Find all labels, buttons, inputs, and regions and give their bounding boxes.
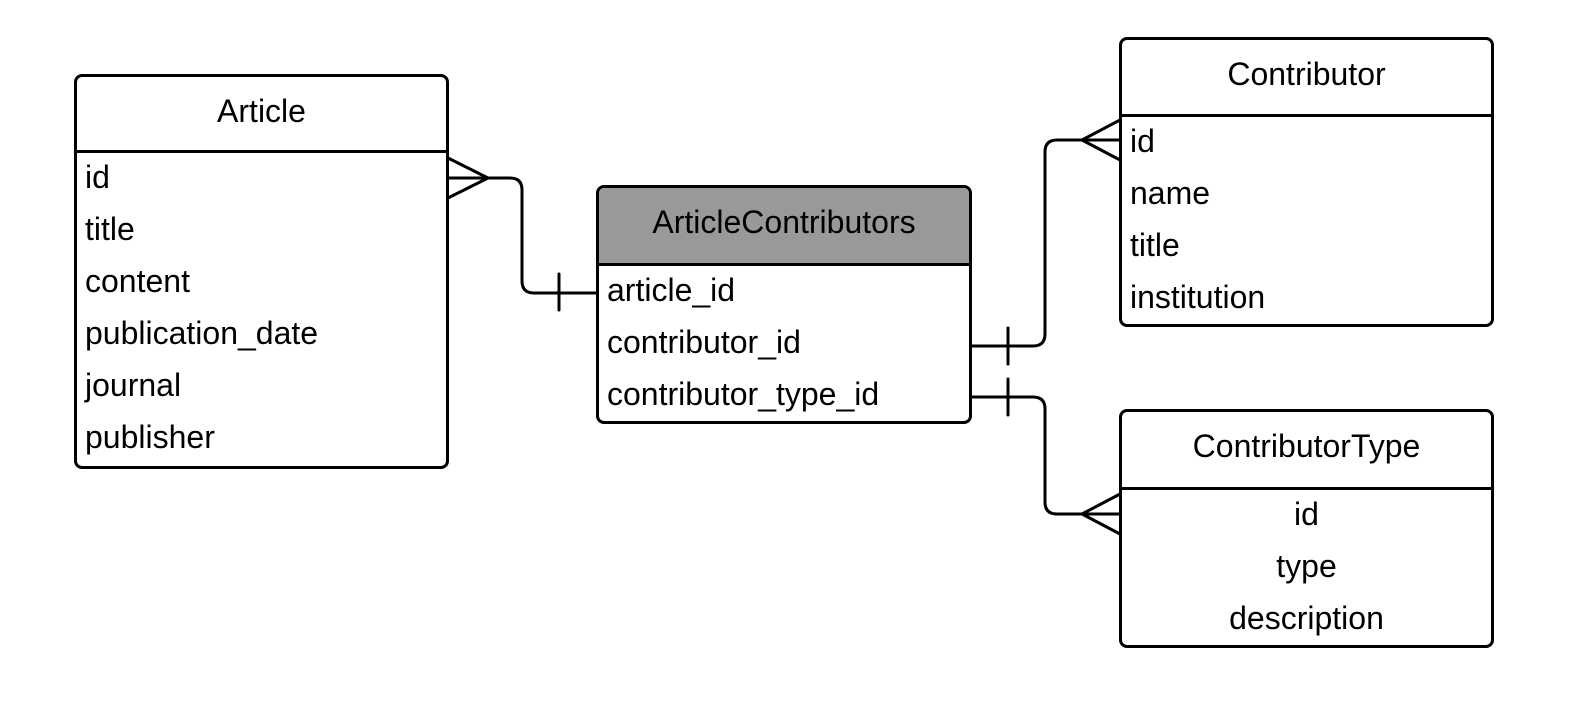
entity-title: Article [77, 77, 446, 153]
field-type: type [1276, 548, 1337, 584]
field-contributor-type-id: contributor_type_id [607, 376, 880, 412]
crowfoot-many-contributortype [1080, 492, 1122, 536]
field-description: description [1229, 600, 1384, 636]
field-institution: institution [1130, 279, 1266, 315]
field-title: title [1130, 227, 1180, 263]
field-id: id [1130, 123, 1155, 159]
field-content: content [85, 263, 190, 299]
connector-article-to-articlecontributors [446, 176, 600, 295]
entity-title: ContributorType [1122, 412, 1491, 490]
entity-contributor[interactable]: Contributor id name title institution [1119, 37, 1494, 327]
field-title: title [85, 211, 135, 247]
field-id: id [1294, 496, 1319, 532]
entity-article-contributors[interactable]: ArticleContributors article_id contribut… [596, 185, 972, 424]
field-id: id [85, 159, 110, 195]
entity-title: ArticleContributors [599, 188, 969, 266]
field-article-id: article_id [607, 272, 736, 308]
field-publisher: publisher [85, 419, 215, 455]
crowfoot-many-contributor [1080, 118, 1122, 162]
entity-article[interactable]: Article id title content publication_dat… [74, 74, 449, 469]
connector-articlecontributors-to-contributor [969, 138, 1122, 348]
entity-contributor-type[interactable]: ContributorType id type description [1119, 409, 1494, 648]
crowfoot-many-article [446, 156, 490, 200]
entity-title: Contributor [1122, 40, 1491, 117]
field-publication-date: publication_date [85, 315, 319, 351]
field-contributor-id: contributor_id [607, 324, 801, 360]
field-journal: journal [85, 367, 182, 403]
connector-articlecontributors-to-contributortype [969, 395, 1122, 516]
field-name: name [1130, 175, 1211, 211]
